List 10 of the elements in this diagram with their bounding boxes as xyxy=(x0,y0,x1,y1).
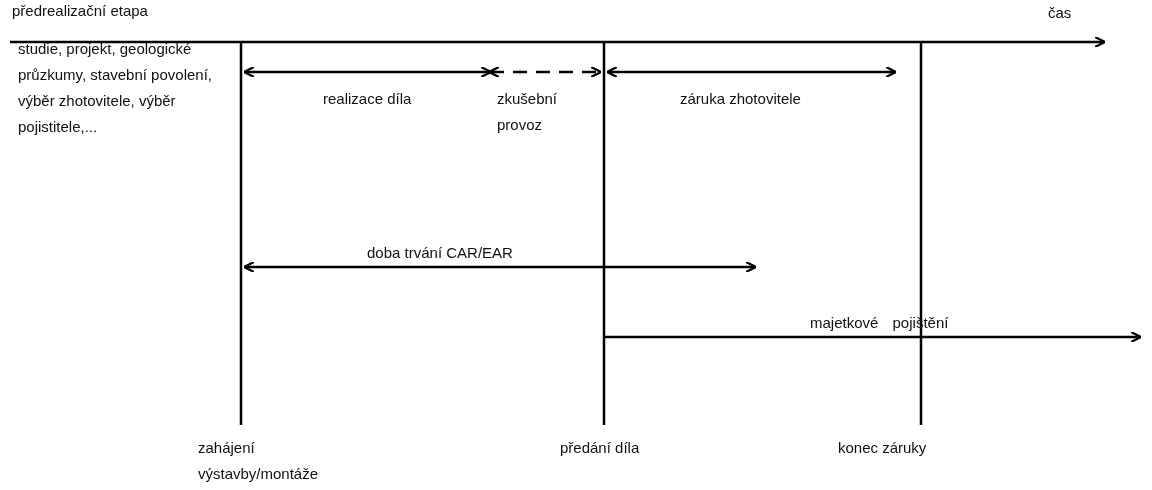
stage-label: předrealizační etapa xyxy=(12,1,148,21)
milestone-label: zahájení výstavby/montáže xyxy=(198,438,320,484)
interval-label: záruka zhotovitele xyxy=(680,89,801,109)
stage-description: studie, projekt, geologické průzkumy, stavební povolení, výběr zhotovitele, výběr pojistitele,... xyxy=(18,39,213,137)
axis-label: čas xyxy=(1048,3,1072,23)
interval-label: realizace díla xyxy=(323,89,412,109)
milestone-label: konec záruky xyxy=(838,438,927,458)
interval-label: doba trvání CAR/EAR xyxy=(367,243,513,263)
interval-label: zkušební provoz xyxy=(497,89,559,135)
milestone-label: předání díla xyxy=(560,438,640,458)
